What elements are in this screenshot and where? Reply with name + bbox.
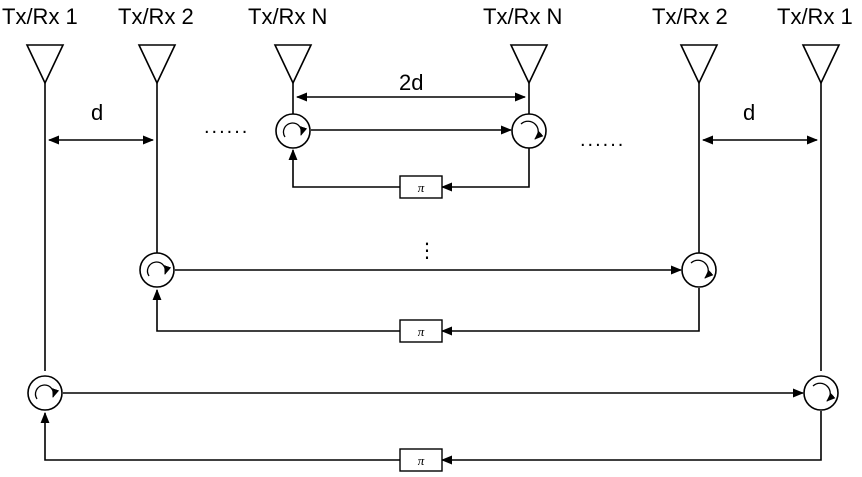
circulator-icon-right-1: [803, 375, 839, 411]
phase-shifter-inner: [399, 175, 443, 199]
circulator-icon-right-n: [511, 113, 547, 149]
phase-shifter-middle-label: π: [418, 324, 425, 339]
antenna-icon-left-1: [25, 44, 65, 85]
phase-shifter-middle: [399, 319, 443, 343]
antenna-icon-right-n: [509, 44, 549, 85]
circulator-icon-left-2: [139, 252, 175, 288]
ellipsis-right: ......: [580, 129, 625, 151]
dimension-label-left-d: d: [91, 100, 103, 125]
antenna-icon-right-2: [679, 44, 719, 85]
circulator-icon-left-1: [27, 375, 63, 411]
outer-feedback-line-left: [40, 411, 400, 461]
ellipsis-left: ......: [204, 116, 249, 138]
inner-feedback-line-left: [288, 148, 400, 188]
ellipsis-vertical: ⋮: [417, 240, 439, 262]
antenna-label-left-2: Tx/Rx 2: [118, 4, 194, 29]
phase-shifter-outer: [399, 448, 443, 472]
antenna-label-right-1: Tx/Rx 1: [777, 4, 853, 29]
middle-feedback-line-right: [440, 288, 700, 336]
middle-feedback-line-left: [152, 288, 400, 332]
dimension-label-2d: 2d: [399, 70, 423, 95]
dimension-label-right-d: d: [743, 100, 755, 125]
antenna-icon-right-1: [801, 44, 841, 85]
outer-feedback-line-right: [440, 411, 822, 465]
phase-shifter-inner-label: π: [418, 180, 425, 195]
phase-shifter-outer-label: π: [418, 453, 425, 468]
inner-feedback-line-right: [440, 148, 530, 192]
antenna-label-left-1: Tx/Rx 1: [2, 4, 78, 29]
antenna-label-right-n: Tx/Rx N: [483, 4, 562, 29]
antenna-label-left-n: Tx/Rx N: [248, 4, 327, 29]
antenna-icon-left-2: [137, 44, 177, 85]
circulator-icon-left-n: [275, 113, 311, 149]
antenna-label-right-2: Tx/Rx 2: [652, 4, 728, 29]
antenna-icon-left-n: [273, 44, 313, 85]
circulator-icon-right-2: [681, 252, 717, 288]
